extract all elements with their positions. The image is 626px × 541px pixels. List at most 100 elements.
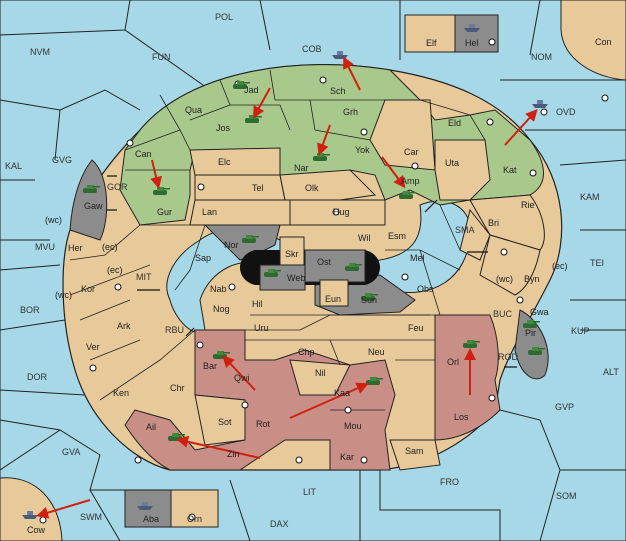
sea-label-bor: BOR	[20, 305, 40, 315]
province-elc[interactable]	[189, 147, 281, 176]
province-label-eun: Eun	[325, 294, 341, 304]
sea-label-alt: ALT	[603, 367, 619, 377]
province-bri[interactable]	[459, 208, 491, 261]
province-label-olk: Olk	[305, 183, 319, 193]
sea-label-sma: SMA	[455, 225, 475, 235]
province-label-kaa: Kaa	[334, 388, 350, 398]
province-label-los: Los	[454, 412, 469, 422]
province-sam[interactable]	[389, 439, 441, 471]
sea-label-nvm: NVM	[30, 47, 50, 57]
province-label-nog: Nog	[213, 304, 230, 314]
province-label-sch: Sch	[330, 86, 346, 96]
sea-label-gvp: GVP	[555, 402, 574, 412]
province-label-ost: Ost	[317, 257, 332, 267]
coast-tags: (wc) (ec) (ec) (wc) (wc) (ec)	[45, 215, 568, 300]
sea-label-kam: KAM	[580, 192, 600, 202]
province-elf[interactable]	[404, 14, 456, 53]
province-orn[interactable]	[170, 489, 219, 528]
province-label-sap: Sap	[195, 253, 211, 263]
coast-tag: (ec)	[107, 265, 123, 275]
province-label-kor: Kor	[81, 284, 95, 294]
sea-label-fro: FRO	[440, 477, 459, 487]
province-label-ken: Ken	[113, 388, 129, 398]
province-label-rot: Rot	[256, 419, 271, 429]
province-byn[interactable]	[479, 234, 541, 296]
province-label-mel: Mel	[410, 253, 425, 263]
coast-tag: (wc)	[55, 290, 72, 300]
supply-centers	[39, 38, 609, 524]
province-label-gur: Gur	[157, 207, 172, 217]
province-label-nab: Nab	[210, 284, 227, 294]
coast-tag: (ec)	[102, 242, 118, 252]
sea-label-buc: BUC	[493, 309, 513, 319]
province-tel[interactable]	[194, 174, 286, 201]
sea-label-dax: DAX	[270, 519, 289, 529]
province-label-gwa: Gwa	[530, 307, 549, 317]
province-label-feu: Feu	[408, 323, 424, 333]
coast-tag: (wc)	[45, 215, 62, 225]
province-label-uru: Uru	[254, 323, 269, 333]
province-label-aba: Aba	[143, 514, 159, 524]
province-label-gaw: Gaw	[84, 201, 103, 211]
province-label-elc: Elc	[218, 157, 231, 167]
province-pir[interactable]	[514, 309, 549, 380]
province-label-jos: Jos	[216, 123, 231, 133]
province-label-sot: Sot	[218, 417, 232, 427]
land-labels: Elf Hel Con Sch Jad Qua Grh Jos Eld Can …	[27, 37, 612, 535]
province-label-sam: Sam	[405, 446, 424, 456]
sea-label-swm: SWM	[80, 512, 102, 522]
province-label-con: Con	[595, 37, 612, 47]
sea-label-fun: FUN	[152, 52, 171, 62]
sea-label-pol: POL	[215, 12, 233, 22]
sea-label-tei: TEI	[590, 258, 604, 268]
sea-label-lit: LIT	[303, 487, 317, 497]
coast-tag: (wc)	[496, 274, 513, 284]
province-car[interactable]	[369, 99, 436, 171]
province-label-ail: Ail	[146, 422, 156, 432]
province-label-wil: Wil	[358, 233, 371, 243]
province-label-qwi: Qwi	[234, 373, 250, 383]
province-label-bar: Bar	[203, 361, 217, 371]
coast-tag: (ec)	[552, 261, 568, 271]
province-label-byn: Byn	[524, 274, 540, 284]
sea-label-gva: GVA	[62, 447, 80, 457]
sea-label-dor: DOR	[27, 372, 48, 382]
sea-label-rod: ROD	[498, 352, 519, 362]
passage-markers	[107, 175, 517, 368]
province-label-orn: Orn	[187, 514, 202, 524]
province-label-chr: Chr	[170, 383, 185, 393]
province-label-car: Car	[404, 147, 419, 157]
province-label-obs: Obs	[417, 284, 434, 294]
sea-label-cob: COB	[302, 44, 322, 54]
province-web[interactable]	[259, 264, 306, 291]
province-label-hel: Hel	[465, 38, 479, 48]
sea-label-gvg: GVG	[52, 155, 72, 165]
sea-label-mit: MIT	[136, 272, 152, 282]
sea-label-som: SOM	[556, 491, 577, 501]
sea-label-rbu: RBU	[165, 325, 184, 335]
sea-label-nom: NOM	[531, 52, 552, 62]
province-label-cow: Cow	[27, 525, 46, 535]
province-gaw[interactable]	[69, 159, 108, 241]
province-label-chp: Chp	[298, 347, 315, 357]
province-label-can: Can	[135, 149, 152, 159]
province-eun[interactable]	[319, 279, 349, 307]
province-olk[interactable]	[279, 169, 377, 201]
province-label-hug: Hug	[333, 207, 350, 217]
province-label-neu: Neu	[368, 347, 385, 357]
province-label-pir: Pir	[525, 328, 536, 338]
province-label-web: Web	[287, 273, 305, 283]
order-arrows	[36, 56, 538, 519]
province-label-mou: Mou	[344, 421, 362, 431]
province-sot[interactable]	[194, 394, 246, 446]
province-nil[interactable]	[289, 359, 351, 396]
province-label-hil: Hil	[252, 299, 263, 309]
province-label-skr: Skr	[285, 249, 299, 259]
province-label-sun: Sun	[361, 295, 377, 305]
province-hel[interactable]	[454, 14, 499, 53]
province-label-jad: Jad	[244, 85, 259, 95]
province-label-rie: Rie	[521, 200, 535, 210]
land-borders	[69, 69, 486, 411]
province-label-grh: Grh	[343, 107, 358, 117]
